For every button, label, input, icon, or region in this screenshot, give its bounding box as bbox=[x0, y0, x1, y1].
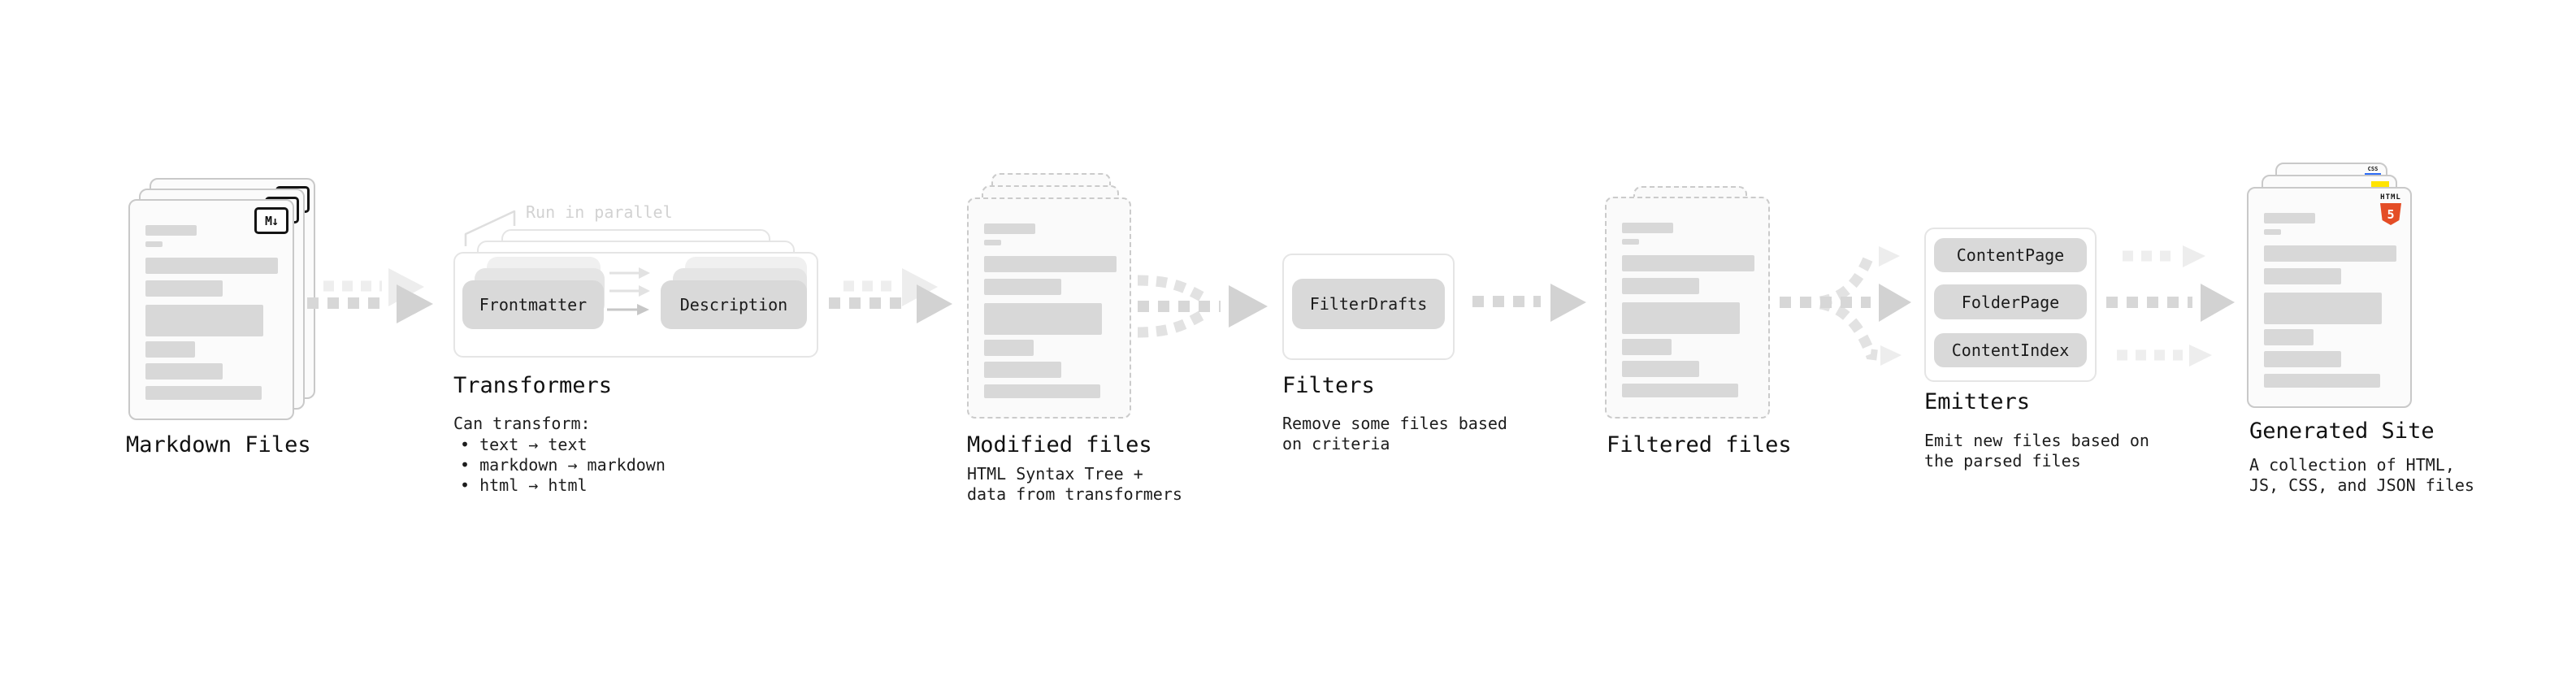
generated-site-description-line1: A collection of HTML, bbox=[2249, 455, 2455, 475]
emitters-description-line1: Emit new files based on bbox=[1924, 431, 2149, 450]
text-line-placeholder bbox=[145, 280, 223, 297]
text-line-placeholder bbox=[1622, 384, 1738, 397]
text-line-placeholder bbox=[145, 305, 263, 336]
arrow-modified-to-filters bbox=[1137, 275, 1268, 338]
text-line-placeholder bbox=[145, 363, 223, 380]
html5-icon: HTML 5 bbox=[2379, 193, 2403, 225]
file-card-front: HTML 5 bbox=[2247, 187, 2412, 408]
text-line-placeholder bbox=[1622, 361, 1699, 377]
text-line-placeholder bbox=[145, 341, 195, 358]
file-card-front bbox=[1605, 197, 1770, 419]
text-line-placeholder bbox=[1622, 223, 1673, 233]
modified-files-description-line2: data from transformers bbox=[967, 484, 1182, 504]
stage-label-emitters: Emitters bbox=[1924, 389, 2031, 414]
css-icon-label: CSS bbox=[2367, 166, 2379, 172]
text-line-placeholder bbox=[2264, 245, 2396, 262]
text-line-placeholder bbox=[1622, 339, 1672, 355]
transformers-bullet: • markdown → markdown bbox=[460, 455, 666, 475]
text-line-placeholder bbox=[1622, 255, 1754, 271]
text-line-placeholder bbox=[145, 386, 262, 400]
text-line-placeholder bbox=[2264, 374, 2380, 388]
text-line-placeholder bbox=[2264, 293, 2382, 324]
file-card-front bbox=[967, 197, 1131, 419]
stage-label-markdown-files: Markdown Files bbox=[126, 432, 311, 458]
text-line-placeholder bbox=[984, 384, 1100, 398]
text-line-placeholder bbox=[984, 279, 1061, 295]
document-text-placeholder bbox=[2249, 189, 2410, 406]
text-line-placeholder bbox=[984, 303, 1102, 335]
filters-description-line1: Remove some files based bbox=[1282, 414, 1507, 433]
text-line-placeholder bbox=[145, 258, 278, 274]
text-line-placeholder bbox=[145, 225, 197, 236]
arrow-markdown-to-transformers bbox=[307, 268, 433, 323]
text-line-placeholder bbox=[984, 362, 1061, 378]
text-line-placeholder bbox=[2264, 329, 2314, 345]
generated-site-description-line2: JS, CSS, and JSON files bbox=[2249, 475, 2474, 495]
stage-label-transformers: Transformers bbox=[453, 373, 613, 398]
text-line-placeholder bbox=[984, 340, 1034, 356]
text-line-placeholder bbox=[984, 256, 1117, 272]
stage-label-filtered-files: Filtered files bbox=[1607, 432, 1792, 458]
filter-node-filterdrafts: FilterDrafts bbox=[1292, 279, 1445, 329]
document-text-placeholder bbox=[1607, 198, 1768, 417]
transformers-bullet: • text → text bbox=[460, 435, 588, 454]
text-line-placeholder bbox=[2264, 351, 2341, 367]
emitter-node-contentpage: ContentPage bbox=[1934, 238, 2087, 272]
document-text-placeholder bbox=[130, 201, 293, 419]
modified-files-description-line1: HTML Syntax Tree + bbox=[967, 464, 1143, 484]
text-line-placeholder bbox=[984, 240, 1001, 245]
text-line-placeholder bbox=[2264, 213, 2315, 223]
html5-icon-label: HTML bbox=[2380, 193, 2401, 202]
file-card-front: M↓ bbox=[128, 199, 294, 420]
emitters-description-line2: the parsed files bbox=[1924, 451, 2081, 471]
text-line-placeholder bbox=[1622, 302, 1740, 334]
stage-label-filters: Filters bbox=[1282, 373, 1375, 398]
filters-description-line2: on criteria bbox=[1282, 434, 1390, 453]
text-line-placeholder bbox=[1622, 278, 1699, 294]
text-line-placeholder bbox=[145, 241, 163, 247]
transformers-description-title: Can transform: bbox=[453, 414, 591, 433]
js-icon bbox=[2371, 181, 2389, 190]
arrow-transformers-to-modified bbox=[829, 268, 952, 323]
emitter-node-contentindex: ContentIndex bbox=[1934, 333, 2087, 367]
arrow-filters-to-filtered bbox=[1472, 284, 1586, 322]
document-text-placeholder bbox=[969, 199, 1130, 417]
run-in-parallel-annotation: Run in parallel bbox=[526, 202, 673, 222]
transformer-node-description: Description bbox=[661, 280, 807, 329]
emitter-node-folderpage: FolderPage bbox=[1934, 284, 2087, 319]
arrow-emitters-to-site bbox=[2106, 245, 2235, 367]
text-line-placeholder bbox=[984, 223, 1035, 234]
transformers-bullet: • html → html bbox=[460, 475, 588, 495]
stage-label-modified-files: Modified files bbox=[967, 432, 1152, 458]
stage-label-generated-site: Generated Site bbox=[2249, 419, 2435, 444]
transformer-node-frontmatter: Frontmatter bbox=[462, 280, 604, 329]
text-line-placeholder bbox=[2264, 268, 2341, 284]
text-line-placeholder bbox=[2264, 229, 2281, 235]
text-line-placeholder bbox=[1622, 239, 1639, 245]
markdown-icon: M↓ bbox=[254, 207, 288, 234]
arrow-filtered-to-emitters bbox=[1780, 246, 1911, 366]
